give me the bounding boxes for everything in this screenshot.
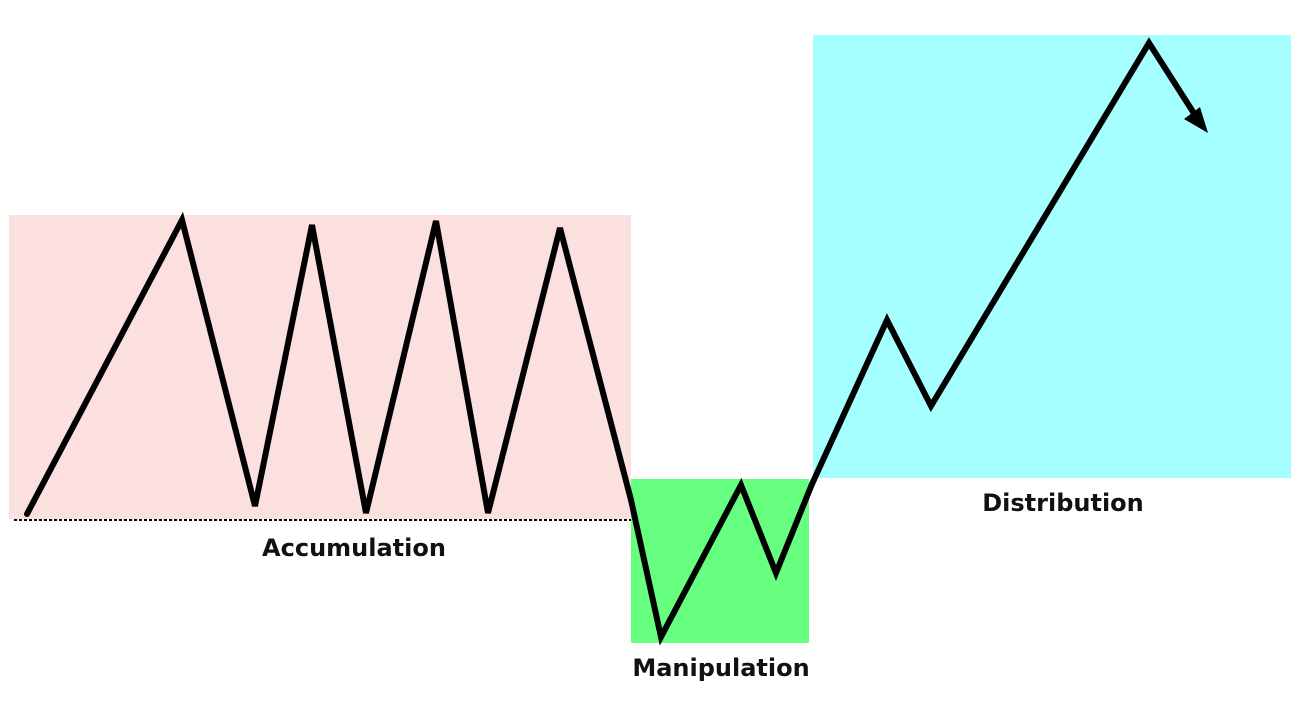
arrow-head-icon: [1184, 107, 1208, 133]
distribution-label: Distribution: [982, 489, 1144, 517]
manipulation-label: Manipulation: [632, 654, 810, 682]
price-path-line: [24, 37, 1198, 646]
accumulation-label: Accumulation: [262, 534, 446, 562]
distribution-zone: [813, 35, 1291, 478]
